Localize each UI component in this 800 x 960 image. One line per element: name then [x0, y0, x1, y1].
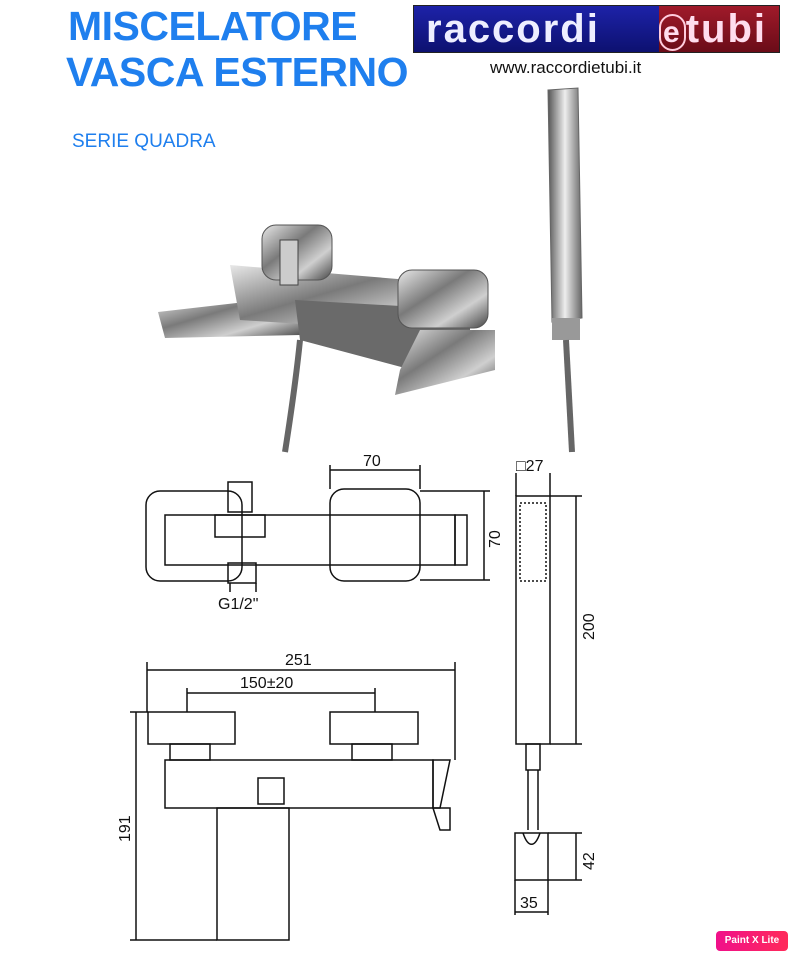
- title-line-2: VASCA ESTERNO: [66, 49, 409, 95]
- logo-text-e: e: [659, 14, 686, 51]
- dim-section: □27: [516, 458, 544, 475]
- title-line-1: MISCELATORE: [68, 3, 358, 49]
- website-url[interactable]: www.raccordietubi.it: [490, 58, 642, 77]
- dim-handle-width: 70: [363, 453, 381, 470]
- hand-shower-photo: [547, 87, 583, 453]
- paint-x-lite-badge[interactable]: Paint X Lite: [716, 931, 788, 951]
- top-view-drawing: [145, 465, 490, 592]
- dim-total-width: 251: [285, 652, 312, 669]
- dim-length: 200: [581, 613, 598, 640]
- series-label: SERIE QUADRA: [72, 131, 216, 152]
- dim-connection: G1/2": [218, 596, 258, 613]
- dim-handle-depth: 70: [487, 530, 504, 548]
- dim-height: 191: [117, 815, 134, 842]
- front-view-drawing: [130, 662, 456, 941]
- dim-holder-width: 35: [520, 895, 538, 912]
- faucet-photo: [158, 224, 495, 453]
- dim-holder-height: 42: [581, 852, 598, 870]
- logo-text: raccordi: [426, 7, 600, 51]
- hand-shower-drawing: [514, 473, 582, 915]
- logo-text-2: tubi: [685, 7, 767, 51]
- dim-center-distance: 150±20: [240, 675, 293, 692]
